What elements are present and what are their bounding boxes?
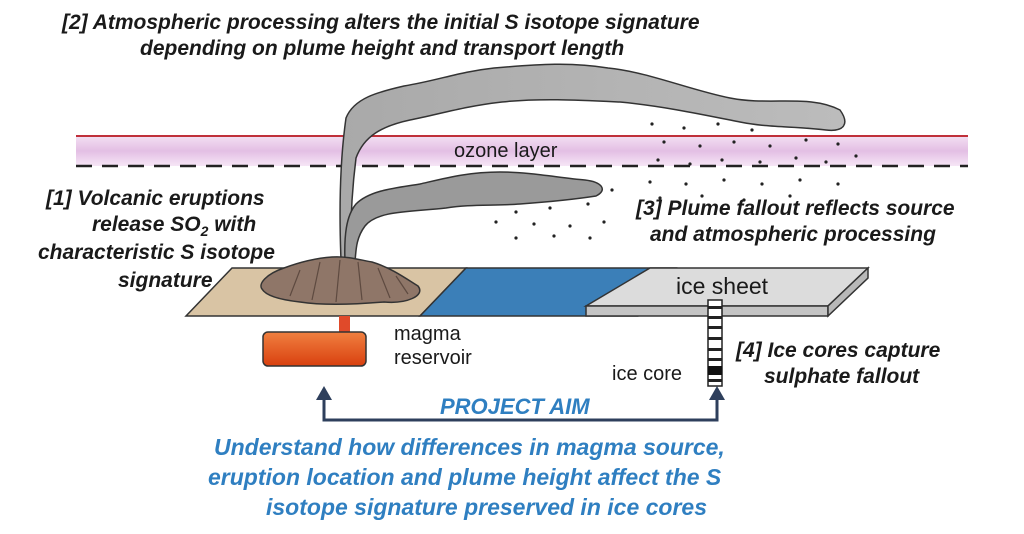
magma-reservoir-label-line2: reservoir <box>394 347 472 369</box>
project-aim-line2: eruption location and plume height affec… <box>208 464 722 490</box>
step2-line1: [2] Atmospheric processing alters the in… <box>62 11 700 34</box>
project-aim-line1: Understand how differences in magma sour… <box>214 434 725 460</box>
ice-core-label: ice core <box>612 363 683 385</box>
ice-core <box>707 299 723 387</box>
step1-line4: signature <box>118 269 213 292</box>
project-aim-title: PROJECT AIM <box>440 394 590 419</box>
plume-fallout-dots <box>494 122 858 240</box>
low-plume <box>344 171 604 263</box>
step1-line2-post: with <box>208 213 257 236</box>
step1-line1: [1] Volcanic eruptions <box>46 187 265 210</box>
step4-line1: [4] Ice cores capture <box>736 339 941 362</box>
volcano <box>260 256 421 306</box>
ice-sheet-label: ice sheet <box>676 273 769 299</box>
step1-line2: release SO2 with <box>92 212 256 244</box>
project-aim-line3: isotope signature preserved in ice cores <box>266 494 707 520</box>
ozone-layer <box>76 135 968 168</box>
tall-plume <box>339 63 846 261</box>
magma-reservoir-label-line1: magma <box>394 323 461 345</box>
step1-line2-sub: 2 <box>200 223 209 240</box>
ozone-layer-label: ozone layer <box>454 140 558 162</box>
step1-line3: characteristic S isotope <box>38 241 275 264</box>
step3-line1: [3] Plume fallout reflects source <box>636 197 955 220</box>
step2-line2: depending on plume height and transport … <box>140 37 625 60</box>
step1-line2-pre: release SO <box>92 213 201 236</box>
ice-sheet <box>583 266 870 318</box>
step4-line2: sulphate fallout <box>764 365 920 388</box>
magma-reservoir <box>262 316 367 367</box>
project-aim-arrow <box>316 386 725 422</box>
step3-line2: and atmospheric processing <box>650 223 936 246</box>
